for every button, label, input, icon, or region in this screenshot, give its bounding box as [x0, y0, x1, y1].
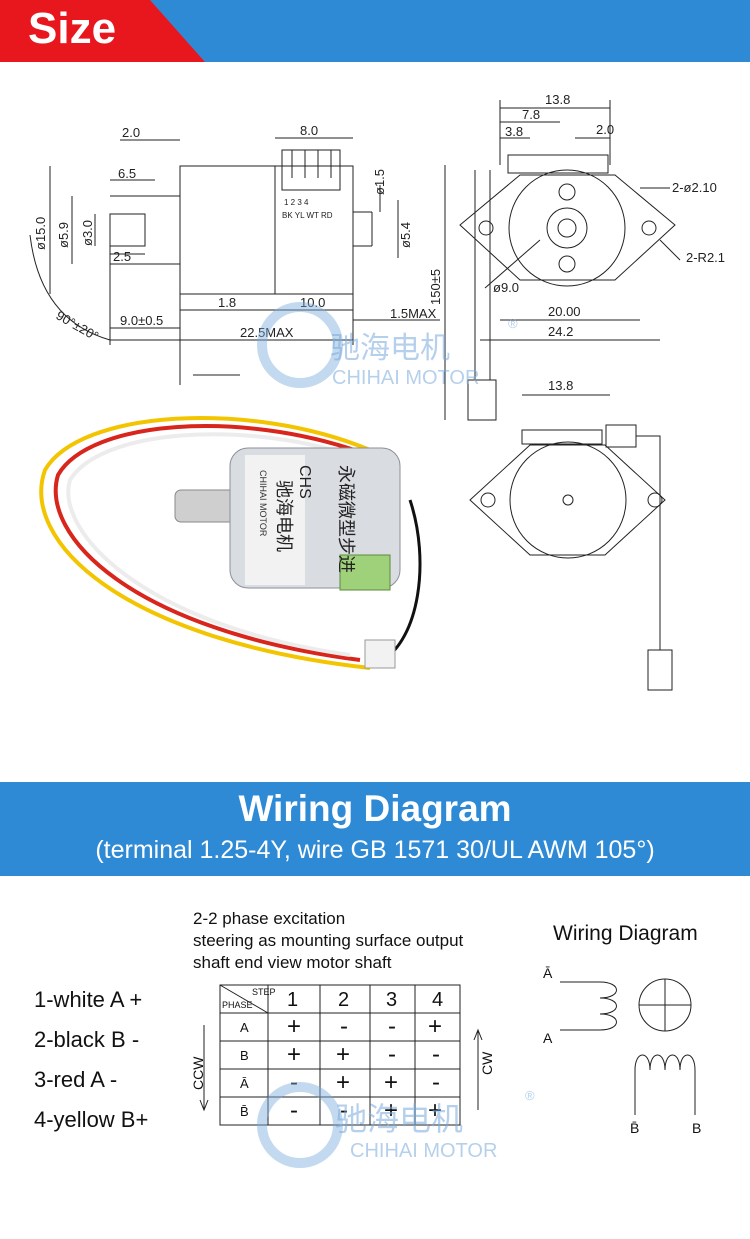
- dim-side-d10: 1.8: [218, 295, 236, 310]
- cw-arrow-icon: [473, 1028, 483, 1041]
- step-3: 3: [386, 989, 397, 1011]
- motor-label-model: CHS: [296, 465, 313, 499]
- cell: +: [384, 1069, 398, 1096]
- dim-side-d6: ø3.0: [80, 220, 95, 246]
- step-4: 4: [432, 989, 443, 1011]
- cell: -: [432, 1041, 440, 1068]
- dim-side-d5: ø5.9: [56, 222, 71, 248]
- svg-text:®: ®: [525, 1088, 535, 1103]
- banner-title: Wiring Diagram: [238, 788, 512, 829]
- bottom-flange: [469, 444, 666, 556]
- dim-front-d3: 3.8: [505, 124, 523, 139]
- dim-side-d3: 6.5: [118, 166, 136, 181]
- note-line: 2-2 phase excitation: [193, 909, 346, 928]
- dim-front-d10: 150±5: [428, 269, 443, 305]
- front-flange: [459, 174, 676, 281]
- note-line: steering as mounting surface output: [193, 931, 464, 950]
- dim-bottom-d1: 13.8: [548, 378, 573, 393]
- dim-front-d8: 20.00: [548, 304, 581, 319]
- dim-front-d2: 7.8: [522, 107, 540, 122]
- note-line: shaft end view motor shaft: [193, 953, 392, 972]
- dim-front-d5: 2-ø2.10: [672, 180, 717, 195]
- dim-side-d12: 9.0±0.5: [120, 313, 163, 328]
- pin-colors: BK YL WT RD: [282, 211, 333, 220]
- svg-text:CHIHAI MOTOR: CHIHAI MOTOR: [332, 367, 479, 389]
- cell: -: [388, 1041, 396, 1068]
- dim-front-d1: 13.8: [545, 92, 570, 107]
- dim-side-d9: ø5.4: [398, 222, 413, 248]
- step-label: STEP: [252, 987, 276, 997]
- dim-side-d8: ø1.5: [372, 169, 387, 195]
- dim-side-d15: 90°±20°: [54, 308, 102, 344]
- motor-photo: 驰海电机 CHIHAI MOTOR 永磁微型步进 CHS: [39, 416, 422, 670]
- phase-a-bar: Ā: [240, 1076, 249, 1091]
- motor-label-cn1: 驰海电机: [274, 480, 294, 552]
- cell: +: [287, 1041, 301, 1068]
- watermark-top: 驰海电机 CHIHAI MOTOR ®: [257, 302, 518, 389]
- phase-a: A: [240, 1020, 249, 1035]
- svg-text:驰海电机: 驰海电机: [335, 1101, 463, 1137]
- svg-text:驰海电机: 驰海电机: [330, 332, 450, 365]
- cell: -: [432, 1069, 440, 1096]
- svg-text:®: ®: [508, 316, 518, 331]
- dim-side-d13: 22.5MAX: [240, 325, 294, 340]
- cell: +: [287, 1013, 301, 1040]
- cell: +: [336, 1069, 350, 1096]
- pin-numbers: 1 2 3 4: [284, 198, 309, 207]
- wire-item: 4-yellow B+: [34, 1107, 149, 1132]
- schematic-title: Wiring Diagram: [553, 922, 698, 945]
- cell: -: [290, 1069, 298, 1096]
- dimension-drawing: 驰海电机 CHIHAI MOTOR 永磁微型步进 CHS 2.0 8.0 6.5…: [29, 92, 725, 691]
- dim-side-d4: ø15.0: [33, 217, 48, 250]
- motor-label-en: CHIHAI MOTOR: [258, 470, 268, 537]
- wire-item: 2-black B -: [34, 1027, 140, 1052]
- ccw-label: CCW: [190, 1056, 206, 1090]
- excitation-notes: 2-2 phase excitation steering as mountin…: [193, 908, 463, 974]
- cell: +: [428, 1013, 442, 1040]
- svg-text:CHIHAI MOTOR: CHIHAI MOTOR: [350, 1140, 497, 1162]
- dim-side-d1: 2.0: [122, 125, 140, 140]
- cell: -: [290, 1097, 298, 1124]
- phase-diagram: STEP PHASE 1 2 3 4 A B Ā B̄ + - - + + + …: [190, 965, 701, 1168]
- step-1: 1: [287, 989, 298, 1011]
- cw-label: CW: [479, 1051, 495, 1075]
- phase-b: B: [240, 1048, 249, 1063]
- phase-table: [203, 984, 479, 1126]
- coil-b: B: [692, 1120, 701, 1136]
- size-label: Size: [28, 4, 117, 53]
- watermark-bottom: 驰海电机 CHIHAI MOTOR ®: [257, 1082, 535, 1168]
- phase-b-bar: B̄: [240, 1104, 249, 1119]
- wire-item: 1-white A +: [34, 987, 143, 1012]
- phase-label: PHASE: [222, 1000, 253, 1010]
- step-2: 2: [338, 989, 349, 1011]
- wiring-banner: Wiring Diagram (terminal 1.25-4Y, wire G…: [0, 782, 750, 876]
- dim-side-d11: 10.0: [300, 295, 325, 310]
- dim-front-d4: 2.0: [596, 122, 614, 137]
- cell: -: [340, 1097, 348, 1124]
- dim-side-d14: 1.5MAX: [390, 306, 437, 321]
- ccw-arrow-icon: [199, 1099, 209, 1112]
- motor-label-cn2: 永磁微型步进: [336, 465, 356, 573]
- cell: -: [340, 1013, 348, 1040]
- cell: +: [336, 1041, 350, 1068]
- dim-side-d7: 2.5: [113, 249, 131, 264]
- cell: -: [388, 1013, 396, 1040]
- coil-b-bar: B̄: [630, 1120, 639, 1136]
- dim-front-d9: 24.2: [548, 324, 573, 339]
- coil-a-bar: Ā: [543, 965, 553, 981]
- dim-front-d7: ø9.0: [493, 280, 519, 295]
- banner-subtitle: (terminal 1.25-4Y, wire GB 1571 30/UL AW…: [95, 836, 655, 864]
- wire-list: 1-white A + 2-black B - 3-red A - 4-yell…: [34, 980, 148, 1140]
- dim-side-d2: 8.0: [300, 123, 318, 138]
- cell: +: [428, 1097, 442, 1124]
- side-motor-body: [179, 165, 354, 295]
- dim-front-d6: 2-R2.1: [686, 250, 725, 265]
- coil-schematic: [560, 978, 696, 1115]
- cell: +: [384, 1097, 398, 1124]
- wire-item: 3-red A -: [34, 1067, 118, 1092]
- coil-a: A: [543, 1030, 553, 1046]
